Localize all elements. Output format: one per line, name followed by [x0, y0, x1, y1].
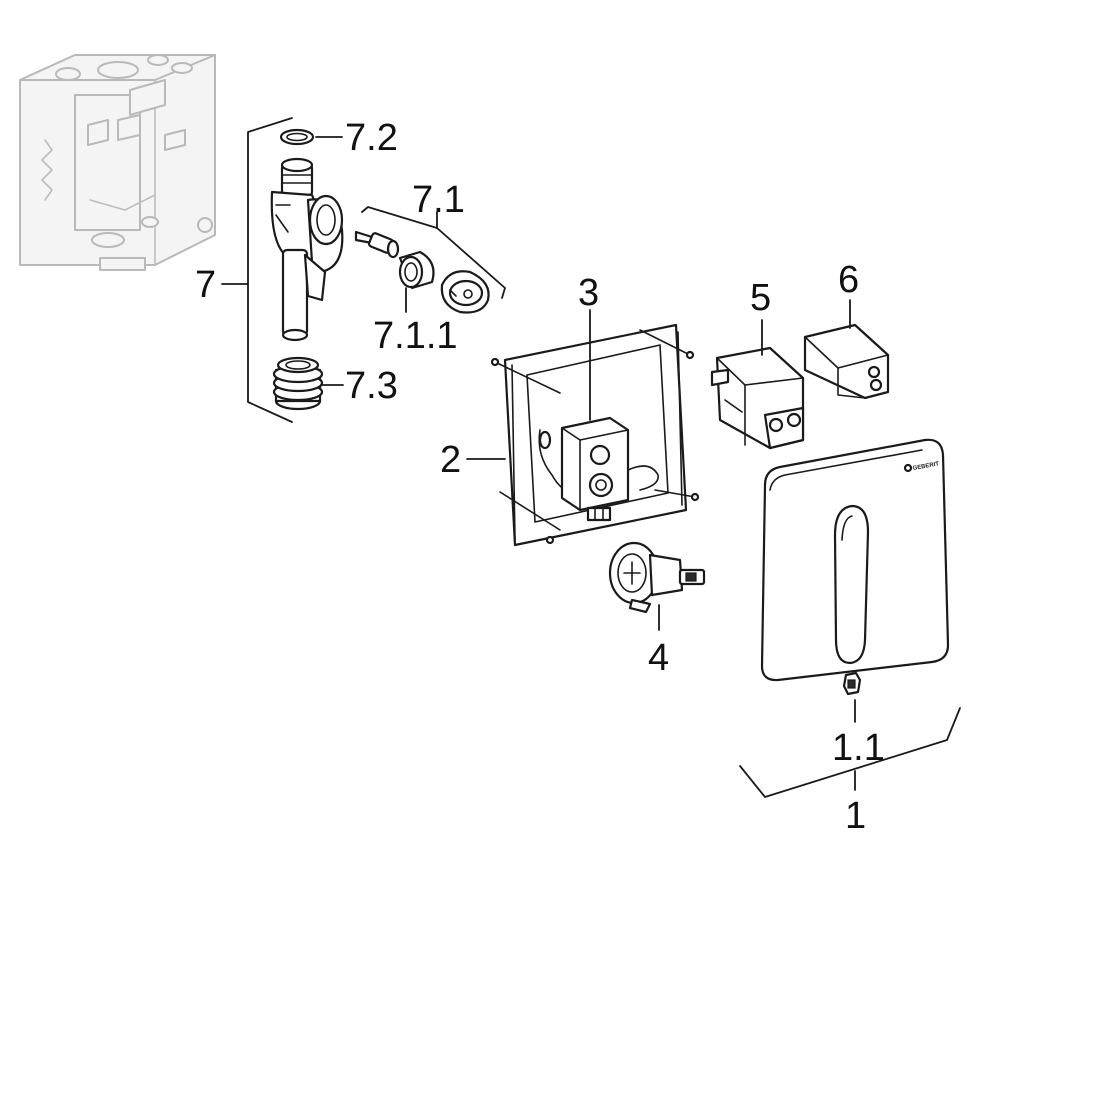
label-4: 4: [648, 637, 669, 679]
part-4-solenoid-valve: [608, 541, 706, 614]
label-7-3: 7.3: [345, 365, 398, 407]
label-1: 1: [845, 795, 866, 837]
part-7-3-sleeve: [272, 356, 324, 411]
part-7-1-1-sleeve: [398, 250, 435, 290]
label-7: 7: [195, 264, 216, 306]
part-7-2-o-ring: [279, 128, 315, 146]
part-7-valve-body: [270, 157, 344, 342]
part-3-control-unit: [560, 416, 630, 522]
part-6-battery: [803, 323, 890, 400]
label-3: 3: [578, 272, 599, 314]
label-7-1: 7.1: [412, 179, 465, 221]
group-bracket-1: [739, 707, 961, 798]
label-7-2: 7.2: [345, 117, 398, 159]
part-1-1-clip: [842, 671, 862, 696]
label-7-1-1: 7.1.1: [373, 315, 458, 357]
label-2: 2: [440, 439, 461, 481]
group-bracket-7: [247, 117, 293, 423]
concealed-installation-box: [19, 54, 216, 271]
geberit-logo: GEBERIT: [903, 461, 940, 473]
part-1-cover-plate: GEBERIT: [760, 438, 950, 682]
part-7-1-pin: [354, 230, 400, 259]
label-5: 5: [750, 277, 771, 319]
label-6: 6: [838, 259, 859, 301]
part-5-battery-housing: [710, 346, 805, 450]
part-7-1-cap: [440, 270, 490, 314]
svg-text:GEBERIT: GEBERIT: [912, 461, 940, 472]
